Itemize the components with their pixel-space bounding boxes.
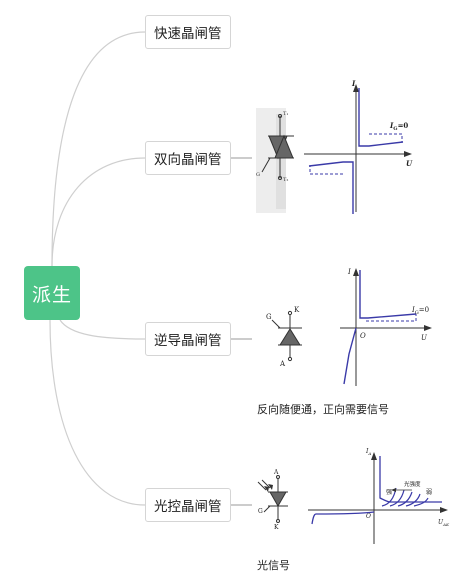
triac-axis-u: U <box>406 159 413 168</box>
node-fast-thyristor[interactable]: 快速晶闸管 <box>145 15 231 49</box>
node-label: 快速晶闸管 <box>154 26 222 42</box>
root-node[interactable]: 派生 <box>24 266 80 320</box>
rct-holding-line <box>366 314 417 322</box>
triac-axis-i: I <box>351 79 356 88</box>
node-light-triggered-thyristor[interactable]: 光控晶闸管 <box>145 488 231 522</box>
rct-iv-plot: I U O IG=0 <box>340 268 432 386</box>
rct-curve-label: IG=0 <box>411 306 429 316</box>
light-origin: O <box>366 513 371 520</box>
triac-symbol <box>261 116 294 178</box>
node-reverse-conducting-thyristor[interactable]: 逆导晶闸管 <box>145 322 231 356</box>
node-triac[interactable]: 双向晶闸管 <box>145 141 231 175</box>
light-reverse-curve <box>311 511 375 525</box>
node-label: 逆导晶闸管 <box>154 333 222 349</box>
node-label: 光控晶闸管 <box>154 499 222 515</box>
light-thyristor-figure: A K G IA UAK O 强 光强度 弱 <box>257 448 450 544</box>
connector-light <box>49 319 146 506</box>
light-axis-i: IA <box>365 448 371 456</box>
triac-holding-reverse <box>309 166 343 175</box>
light-label-weak: 弱 <box>426 489 432 496</box>
rct-terminal-k: K <box>294 306 300 314</box>
scan-artifact <box>276 114 286 209</box>
root-label: 派生 <box>31 283 72 306</box>
rct-symbol <box>271 314 302 358</box>
rct-axis-i: I <box>347 268 351 276</box>
light-forward-curve-weak <box>413 497 429 507</box>
light-label-strong: 强 <box>386 489 392 496</box>
triac-terminal-t1: T₁ <box>283 111 288 117</box>
light-terminal-a: A <box>273 469 279 476</box>
rct-figure: K A G I U O IG=0 <box>266 268 432 386</box>
triac-curve-label: IG=0 <box>389 121 408 132</box>
triac-curve-reverse <box>308 161 354 214</box>
rct-axis-u: U <box>421 334 428 342</box>
rct-terminal-gate: G <box>266 313 272 321</box>
light-terminal-gate: G <box>258 508 263 515</box>
triac-figure: T₁ T₂ G I U IG=0 <box>256 79 413 214</box>
light-iv-plot: IA UAK O 强 光强度 弱 <box>308 448 450 544</box>
rct-reverse-conduction <box>343 327 357 385</box>
intensity-arrow-head <box>391 488 396 492</box>
light-thyristor-symbol <box>257 478 288 520</box>
light-arrow-icon <box>268 484 273 490</box>
rct-caption: 反向随便通，正向需要信号 <box>257 403 389 416</box>
triac-curve-forward <box>358 88 404 147</box>
connector-fast <box>51 31 146 267</box>
rct-forward-curve <box>359 270 417 319</box>
light-thyristor-caption: 光信号 <box>257 559 290 572</box>
triac-holding-forward <box>369 133 403 142</box>
triac-terminal-gate: G <box>256 172 260 178</box>
rct-terminal-a: A <box>279 360 286 368</box>
rct-origin: O <box>360 332 366 340</box>
light-forward-curve-4 <box>405 493 421 507</box>
triac-iv-plot: I U IG=0 <box>304 79 413 214</box>
connector-rct <box>59 319 146 340</box>
node-label: 双向晶闸管 <box>154 152 222 168</box>
connector-triac <box>51 157 146 267</box>
light-forward-curve-3 <box>397 491 413 507</box>
light-terminal-k: K <box>274 524 279 531</box>
triac-terminal-t2: T₂ <box>283 177 288 183</box>
light-label-intensity: 光强度 <box>404 480 421 488</box>
light-axis-u: UAK <box>438 519 450 527</box>
light-forward-curve-2 <box>389 489 405 507</box>
light-arrow-icon <box>264 486 269 492</box>
